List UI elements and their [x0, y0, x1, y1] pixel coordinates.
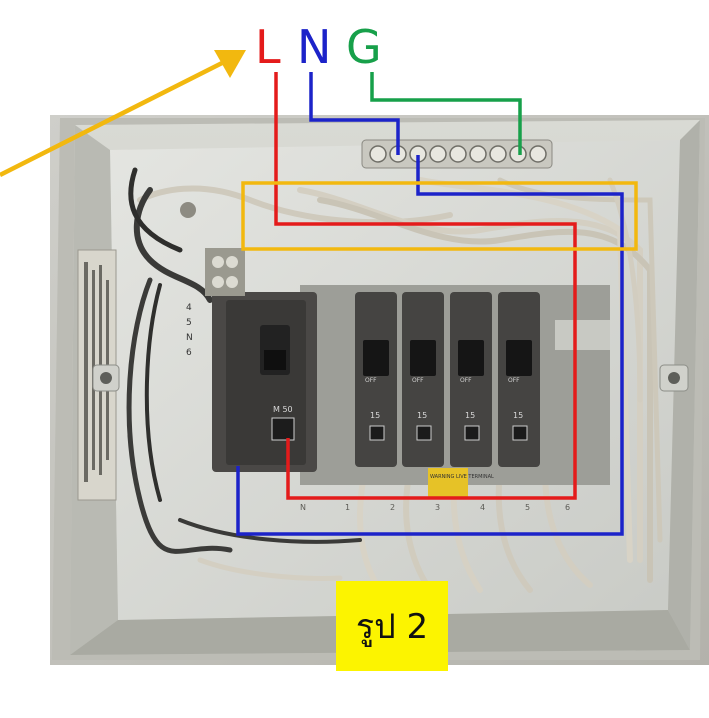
svg-text:15: 15 — [417, 411, 427, 420]
cable-bundle — [126, 167, 663, 593]
svg-text:4: 4 — [480, 503, 485, 512]
svg-text:M 50: M 50 — [273, 405, 293, 414]
branch-breakers: OFF 15 OFF 15 OFF 15 OFF 15 — [355, 292, 540, 467]
neutral-wire-path — [236, 72, 624, 536]
figure-caption: รูป 2 — [336, 581, 448, 671]
svg-text:OFF: OFF — [460, 377, 472, 384]
svg-text:15: 15 — [513, 411, 523, 420]
svg-text:15: 15 — [465, 411, 475, 420]
pointer-arrow — [0, 50, 246, 178]
line-wire-path — [274, 72, 577, 500]
breaker-1: OFF 15 — [355, 292, 397, 467]
line-label: L — [255, 20, 281, 74]
terminal-number: 5 — [186, 318, 192, 328]
highlight-box — [241, 181, 638, 251]
svg-text:2: 2 — [390, 503, 395, 512]
neutral-label: N — [297, 20, 332, 74]
svg-text:1: 1 — [345, 503, 350, 512]
svg-text:3: 3 — [435, 503, 440, 512]
svg-text:5: 5 — [525, 503, 530, 512]
svg-text:6: 6 — [565, 503, 570, 512]
svg-text:15: 15 — [370, 411, 380, 420]
breaker-2: OFF 15 — [402, 292, 444, 467]
neutral-bar — [361, 139, 553, 169]
circuit-number-strip: N 1 2 3 4 5 6 — [300, 503, 570, 512]
svg-text:N: N — [300, 503, 306, 512]
main-breaker: M 50 — [212, 292, 317, 472]
svg-text:OFF: OFF — [508, 377, 520, 384]
svg-text:WARNING LIVE TERMINAL: WARNING LIVE TERMINAL — [430, 474, 494, 480]
svg-text:OFF: OFF — [412, 377, 424, 384]
ground-label: G — [346, 20, 382, 74]
breaker-4: OFF 15 — [498, 292, 540, 467]
terminal-number: N — [186, 333, 193, 343]
terminal-lugs: 4 5 N 6 — [186, 248, 245, 358]
terminal-number: 4 — [186, 303, 192, 313]
terminal-number: 6 — [186, 348, 192, 358]
ground-wire-path — [370, 72, 522, 155]
warning-sticker: WARNING LIVE TERMINAL — [428, 468, 494, 498]
svg-text:OFF: OFF — [365, 377, 377, 384]
breaker-3: OFF 15 — [450, 292, 492, 467]
